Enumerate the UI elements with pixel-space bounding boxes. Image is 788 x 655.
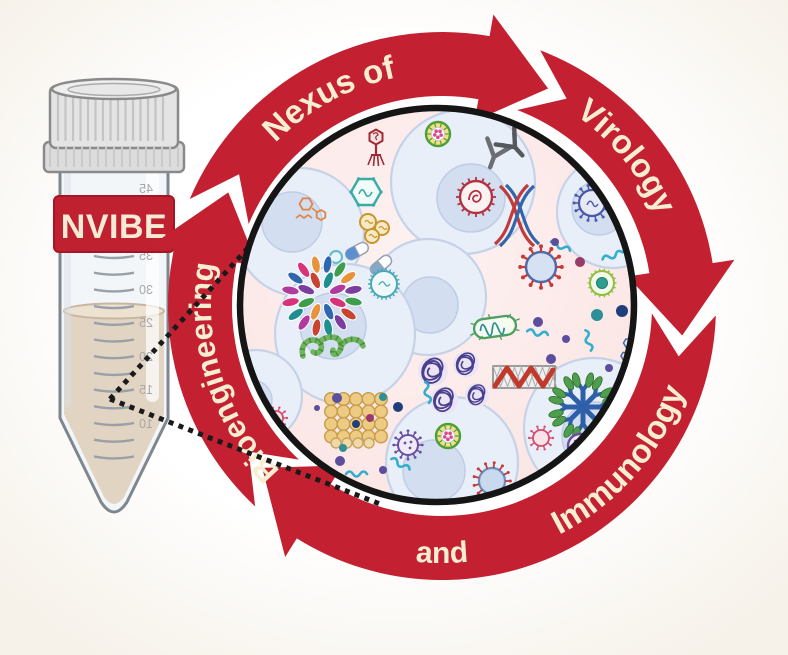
tube-cap-ribs: [49, 93, 179, 167]
nucleic-tangle-icon: [453, 351, 479, 377]
particle-dot-icon: [605, 364, 613, 372]
cycle-label-and-text: and: [415, 536, 469, 570]
circle-outline: [236, 104, 638, 506]
particle-dot-icon: [393, 402, 403, 412]
particle-dot-icon: [533, 317, 543, 327]
tube-graduation-number: 45: [139, 182, 153, 196]
tube-graduation-number: 10: [139, 417, 153, 431]
tube-label-plate: [53, 195, 175, 253]
particle-dot-icon: [616, 305, 628, 317]
falcon-tube: 45353025201510 NVIBE: [42, 77, 186, 514]
arrow-top-nexus: [189, 14, 549, 224]
tube-graduation-ticks: [93, 254, 135, 460]
rna-squiggle-icon: [525, 328, 550, 337]
nucleic-tangle-icon: [430, 386, 458, 414]
viral-capsid-icon: [349, 177, 383, 207]
pill-capsule-icon: [344, 241, 370, 261]
particle-dot-icon: [591, 309, 603, 321]
tube-graduation-number: 15: [139, 383, 153, 397]
tube-graduation-number: 30: [139, 283, 153, 297]
particle-dot-icon: [575, 257, 585, 267]
chemical-structure-icon: [295, 197, 327, 222]
cycle-arrows: [152, 14, 735, 580]
microscope-circle: [236, 104, 638, 506]
rna-squiggle-icon: [601, 249, 624, 261]
arrow-bottom-immunology-and: [262, 313, 716, 580]
spiky-virus-icon: [527, 425, 555, 451]
bacterium-icon: [470, 313, 520, 341]
green-virus-icon: [587, 268, 617, 298]
virus-like-particle-icon: [359, 213, 390, 244]
rna-squiggle-icon: [344, 470, 369, 478]
particle-dot-icon: [546, 354, 556, 364]
tube-graduation-number: 25: [139, 316, 153, 330]
tube-cap-top-inner: [67, 82, 161, 97]
ebola-filament-icon: [299, 334, 366, 359]
rna-squiggle-icon: [390, 456, 411, 471]
spiky-virus-icon: [368, 268, 400, 300]
bacteriophage-icon: [367, 128, 385, 167]
nucleic-tangle-icon: [465, 383, 489, 407]
nanotube-icon: [492, 365, 558, 389]
igm-antibody-star-icon: [281, 255, 363, 337]
tube-label-text: NVIBE: [61, 208, 167, 246]
spiky-virus-icon: [392, 429, 424, 461]
antibody-icon: [485, 125, 525, 170]
particle-dot-icon: [379, 466, 387, 474]
particle-dot-icon: [335, 456, 345, 466]
particle-dot-icon: [551, 238, 559, 246]
arrow-right-virology: [517, 50, 735, 336]
tube-label: NVIBE: [53, 195, 175, 253]
rotavirus-icon: [424, 120, 452, 148]
cycle-label-and: and: [415, 536, 469, 570]
particle-dot-icon: [366, 414, 374, 422]
particle-dot-icon: [339, 444, 347, 452]
protein-crystal-icon: [324, 392, 389, 444]
tube-cap: [42, 77, 186, 174]
rna-squiggle-icon: [423, 380, 433, 405]
enveloped-virus-icon: [456, 177, 496, 217]
coronavirus-icon: [518, 244, 564, 290]
dna-helix-icon: [493, 183, 541, 248]
rotavirus-icon: [434, 422, 462, 450]
particle-dot-icon: [314, 405, 320, 411]
particle-dot-icon: [562, 335, 570, 343]
nucleic-tangle-icon: [418, 356, 448, 386]
rna-squiggle-icon: [584, 329, 594, 352]
arrow-left-bioengineering: [152, 192, 299, 507]
particle-dot-icon: [332, 393, 342, 403]
